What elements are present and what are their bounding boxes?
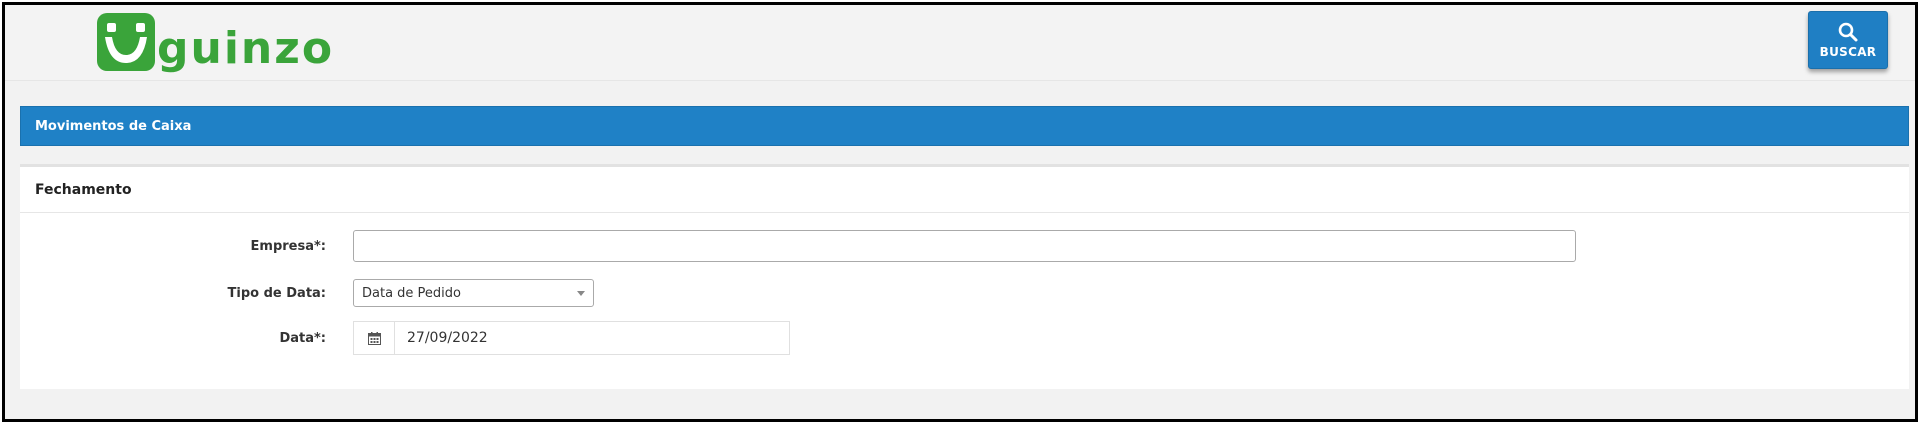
page-title-bar: Movimentos de Caixa <box>20 106 1909 146</box>
tipo-data-row: Tipo de Data: Data de Pedido <box>20 277 1909 309</box>
search-button-label: BUSCAR <box>1819 45 1877 59</box>
empresa-input[interactable] <box>353 230 1576 262</box>
tipo-data-label: Tipo de Data: <box>227 285 326 301</box>
data-label: Data*: <box>279 330 326 346</box>
header: guinzo BUSCAR <box>5 5 1915 81</box>
empresa-row: Empresa*: <box>20 230 1909 262</box>
search-icon <box>1838 22 1858 42</box>
page-title: Movimentos de Caixa <box>35 118 192 134</box>
logo-smiley-icon <box>97 13 155 71</box>
chevron-down-icon <box>577 291 585 296</box>
calendar-icon <box>367 331 381 345</box>
panel-title: Fechamento <box>35 181 132 198</box>
date-value[interactable]: 27/09/2022 <box>407 330 488 346</box>
tipo-data-select[interactable]: Data de Pedido <box>353 279 594 307</box>
fechamento-panel: Fechamento Empresa*: Tipo de Data: Data … <box>20 164 1909 389</box>
logo-text: guinzo <box>157 23 335 74</box>
tipo-data-selected: Data de Pedido <box>362 285 461 301</box>
logo: guinzo <box>97 11 334 77</box>
panel-header: Fechamento <box>20 167 1909 213</box>
data-row: Data*: 27/09/20 <box>20 321 1909 355</box>
empresa-label: Empresa*: <box>250 238 326 254</box>
search-button[interactable]: BUSCAR <box>1808 11 1888 69</box>
calendar-button[interactable] <box>354 322 395 354</box>
date-field[interactable]: 27/09/2022 <box>353 321 790 355</box>
